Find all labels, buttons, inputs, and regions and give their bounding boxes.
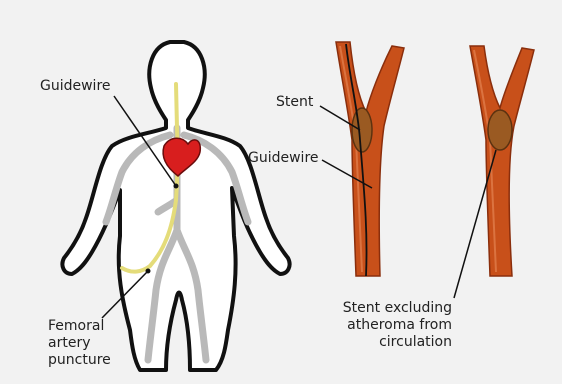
artery-with-stent [470,46,534,276]
label-stent: Stent [276,94,313,111]
stent-deployed [488,110,512,150]
label-guidewire-artery: Guidewire [248,150,319,167]
label-femoral-puncture: Femoral artery puncture [48,318,111,369]
label-guidewire-body: Guidewire [40,78,111,95]
label-stent-excluding: Stent excluding atheroma from circulatio… [324,300,452,351]
stent [352,108,372,152]
artery-with-guidewire [336,42,404,276]
